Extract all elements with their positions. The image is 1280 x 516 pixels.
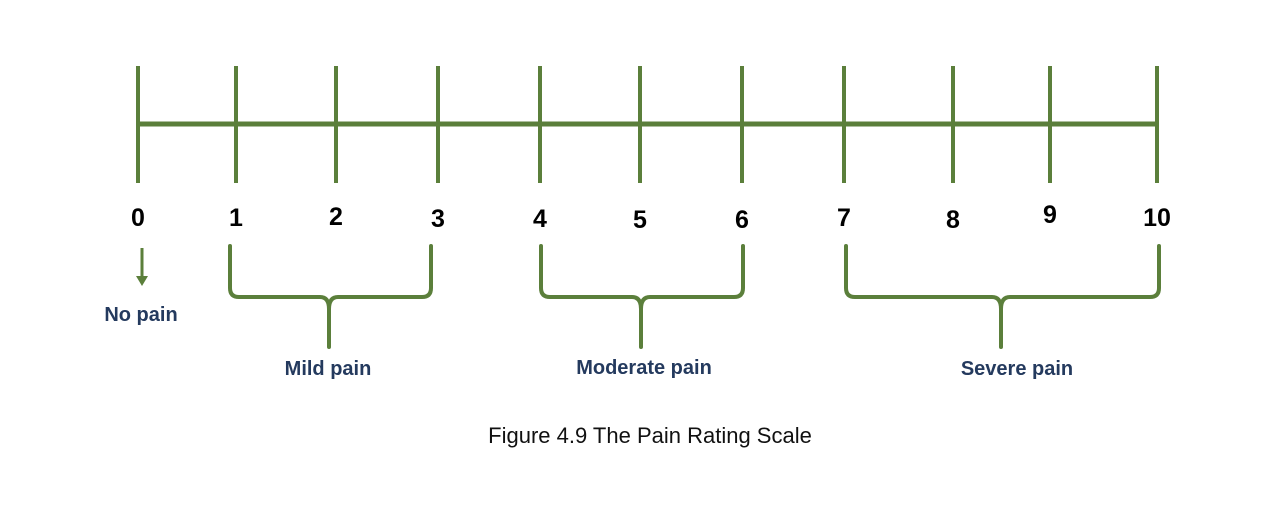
scale-tick-labels: 0 1 2 3 4 5 6 7 8 9 10 [131,201,1171,234]
no-pain-label: No pain [104,304,177,326]
tick-label-6: 6 [735,206,749,234]
tick-label-3: 3 [431,205,445,233]
tick-label-4: 4 [533,205,547,233]
severe-pain-label: Severe pain [961,358,1073,380]
category-moderate-pain: Moderate pain [539,244,745,379]
tick-label-8: 8 [946,206,960,234]
tick-label-7: 7 [837,204,851,232]
tick-label-1: 1 [229,204,243,232]
tick-label-0: 0 [131,204,145,232]
figure-caption: Figure 4.9 The Pain Rating Scale [488,423,812,448]
severe-pain-brace [844,244,1161,349]
tick-label-5: 5 [633,206,647,234]
tick-label-9: 9 [1043,201,1057,229]
mild-pain-label: Mild pain [285,358,372,380]
moderate-pain-label: Moderate pain [576,357,712,379]
mild-pain-brace [228,244,433,349]
category-severe-pain: Severe pain [844,244,1161,380]
scale-ticks [136,66,1159,183]
arrow-down-icon [136,276,148,286]
category-no-pain: No pain [104,248,178,326]
tick-label-10: 10 [1143,204,1171,232]
category-mild-pain: Mild pain [228,244,433,380]
tick-label-2: 2 [329,203,343,231]
moderate-pain-brace [539,244,745,349]
